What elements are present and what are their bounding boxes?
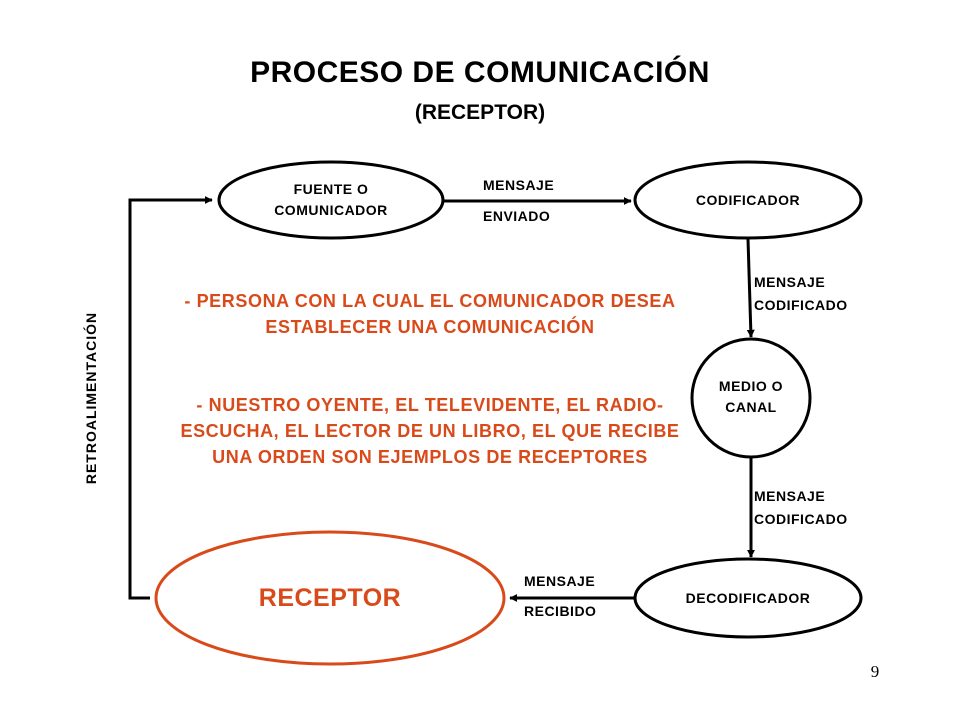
page-title: PROCESO DE COMUNICACIÓN [250, 56, 710, 89]
node-medio-label: MEDIO O CANAL [718, 378, 784, 415]
edge-enviado-label-bottom: ENVIADO [483, 208, 551, 224]
receptor-examples-line: - NUESTRO OYENTE, EL TELEVIDENTE, EL RAD… [180, 395, 680, 467]
receptor-examples: - NUESTRO OYENTE, EL TELEVIDENTE, EL RAD… [170, 392, 690, 470]
node-decodificador-shape [633, 557, 863, 639]
node-medio-shape [690, 337, 812, 459]
receptor-definition-line: - PERSONA CON LA CUAL EL COMUNICADOR DES… [184, 291, 676, 337]
edge-recibido-label-top: MENSAJE [524, 573, 596, 589]
edge-codificado-1-label-bottom: CODIFICADO [754, 297, 848, 313]
edge-enviado-label-top: MENSAJE [483, 177, 555, 193]
feedback-loop-arrow [128, 196, 213, 600]
node-decodificador-label: DECODIFICADOR [685, 589, 811, 606]
page-number: 9 [870, 662, 880, 681]
edge-codificado-2-label-top: MENSAJE [754, 488, 826, 504]
node-codificador-label: CODIFICADOR [695, 191, 801, 208]
edge-codificado-2-label-bottom: CODIFICADO [754, 511, 848, 527]
edge-codificado-1-arrow [746, 238, 755, 338]
page-subtitle: (RECEPTOR) [414, 101, 546, 124]
edge-recibido-label-bottom: RECIBIDO [524, 603, 597, 619]
node-receptor-shape [154, 530, 506, 666]
node-fuente-shape [217, 160, 445, 240]
receptor-definition: - PERSONA CON LA CUAL EL COMUNICADOR DES… [170, 288, 690, 340]
feedback-label: RETROALIMENTACIÓN [83, 311, 99, 485]
edge-codificado-1-label-top: MENSAJE [754, 274, 826, 290]
node-fuente-label: FUENTE O COMUNICADOR [274, 181, 388, 218]
node-codificador-shape [633, 160, 863, 240]
node-receptor-label: RECEPTOR [258, 583, 402, 612]
